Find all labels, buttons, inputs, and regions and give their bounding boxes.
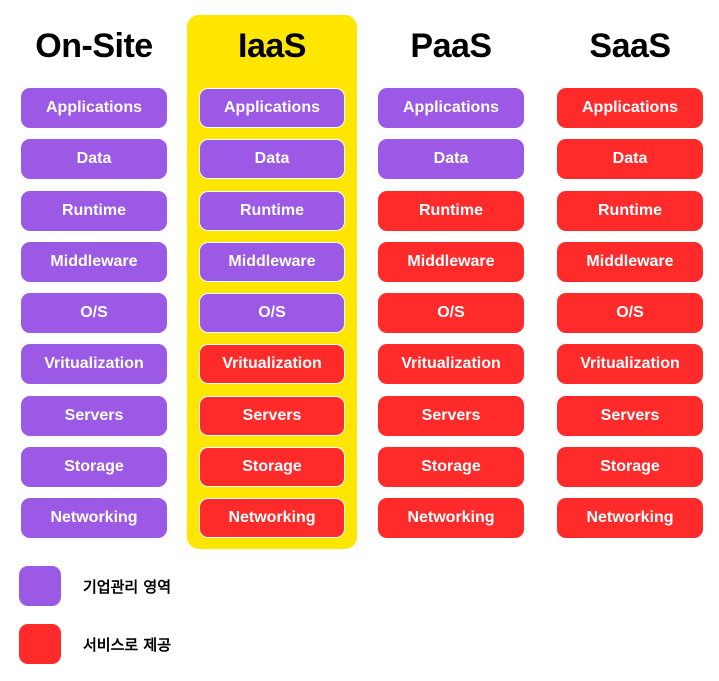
layer-runtime: Runtime	[557, 190, 703, 231]
layer-storage: Storage	[21, 447, 167, 488]
layer-vritualization: Vritualization	[378, 344, 524, 385]
column-title: On-Site	[35, 26, 153, 65]
layer-servers: Servers	[199, 395, 345, 436]
legend-item-service: 서비스로 제공	[19, 623, 171, 665]
layer-vritualization: Vritualization	[557, 344, 703, 385]
layer-middleware: Middleware	[199, 241, 345, 282]
legend-label-managed: 기업관리 영역	[83, 577, 172, 596]
layer-storage: Storage	[378, 447, 524, 488]
layer-vritualization: Vritualization	[199, 344, 345, 385]
layer-storage: Storage	[557, 447, 703, 488]
layer-applications: Applications	[378, 88, 524, 128]
layer-servers: Servers	[21, 395, 167, 436]
layer-o-s: O/S	[557, 293, 703, 334]
layer-data: Data	[21, 139, 167, 180]
layer-o-s: O/S	[199, 293, 345, 334]
layer-networking: Networking	[21, 498, 167, 539]
layer-servers: Servers	[557, 395, 703, 436]
layer-data: Data	[199, 139, 345, 180]
layer-runtime: Runtime	[199, 190, 345, 231]
layer-data: Data	[378, 139, 524, 180]
legend-swatch-managed	[19, 566, 61, 606]
layer-applications: Applications	[199, 88, 345, 128]
legend: 기업관리 영역 서비스로 제공	[19, 565, 171, 681]
layer-applications: Applications	[557, 88, 703, 128]
column-title: PaaS	[410, 26, 492, 65]
legend-swatch-service	[19, 624, 61, 664]
layer-storage: Storage	[199, 447, 345, 488]
layer-middleware: Middleware	[21, 241, 167, 282]
layer-o-s: O/S	[21, 293, 167, 334]
layer-servers: Servers	[378, 395, 524, 436]
layer-runtime: Runtime	[378, 190, 524, 231]
layer-applications: Applications	[21, 88, 167, 128]
layer-o-s: O/S	[378, 293, 524, 334]
layer-networking: Networking	[557, 498, 703, 539]
legend-item-managed: 기업관리 영역	[19, 565, 171, 607]
layer-middleware: Middleware	[378, 241, 524, 282]
column-title: IaaS	[238, 26, 306, 65]
layer-runtime: Runtime	[21, 190, 167, 231]
layer-vritualization: Vritualization	[21, 344, 167, 385]
layer-middleware: Middleware	[557, 241, 703, 282]
legend-label-service: 서비스로 제공	[83, 635, 172, 654]
layer-networking: Networking	[199, 498, 345, 539]
layer-data: Data	[557, 139, 703, 180]
column-title: SaaS	[589, 26, 671, 65]
layer-networking: Networking	[378, 498, 524, 539]
